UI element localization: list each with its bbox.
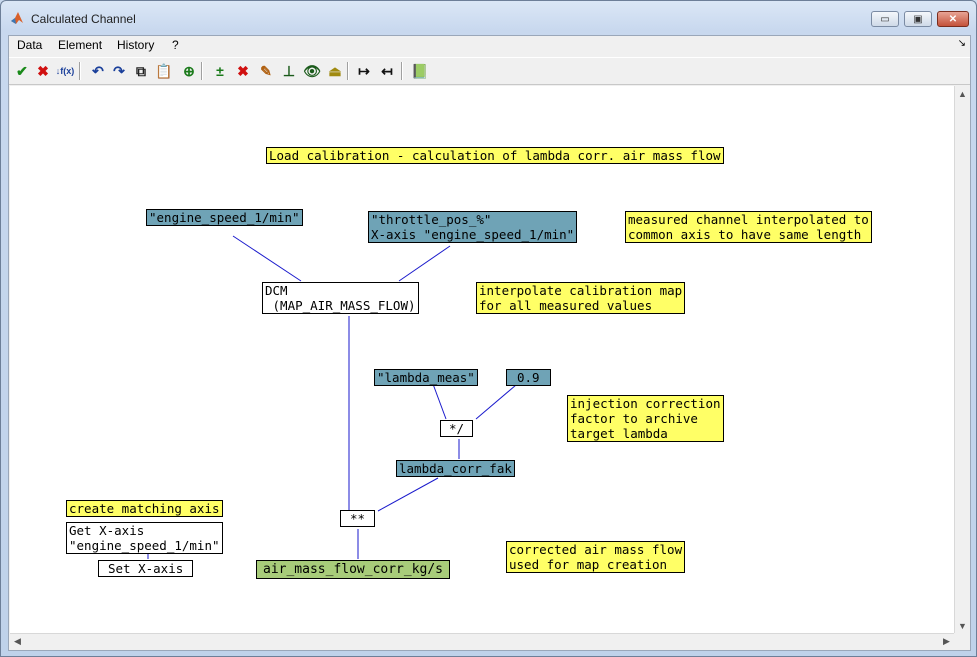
view-element-icon[interactable]: 👁 xyxy=(303,62,321,79)
paste-icon[interactable]: 📋 xyxy=(155,62,173,79)
minimize-button[interactable]: ▭ xyxy=(871,11,899,27)
restore-button[interactable]: ▣ xyxy=(904,11,932,27)
wire-lambda-corr-to-power xyxy=(377,477,439,512)
toolbar-separator xyxy=(79,62,81,80)
edit-element-icon[interactable]: ✎ xyxy=(260,62,272,79)
note-measured-interpolated[interactable]: measured channel interpolated to common … xyxy=(625,211,872,243)
toolbar-separator xyxy=(201,62,203,80)
delete-element-icon[interactable]: ✖ xyxy=(237,62,249,79)
operation-multiply-divide[interactable]: */ xyxy=(440,420,474,437)
client-area: Data Element History ? ↘ ✔ ✖ ↓f(x) ↶ ↷ ⧉ 📋 ⊕ ± ✖ ✎… xyxy=(8,35,971,651)
channel-lambda-meas[interactable]: "lambda_meas" xyxy=(374,369,478,386)
connection-lines xyxy=(147,235,517,559)
note-create-matching-axis[interactable]: create matching axis xyxy=(66,500,223,517)
menubar-dock-arrow-icon[interactable]: ↘ xyxy=(957,38,966,49)
scroll-down-icon[interactable]: ▼ xyxy=(958,620,967,631)
menu-data[interactable]: Data xyxy=(17,38,43,52)
scroll-right-icon[interactable]: ▶ xyxy=(943,636,950,646)
horizontal-scrollbar[interactable]: ◀ ▶ xyxy=(10,633,954,649)
channel-engine-speed[interactable]: "engine_speed_1/min" xyxy=(146,209,303,226)
add-element-icon[interactable]: ± xyxy=(216,63,224,79)
menu-element[interactable]: Element xyxy=(58,38,103,52)
toolbar-separator xyxy=(347,62,349,80)
cancel-icon[interactable]: ✖ xyxy=(37,62,49,79)
operation-power[interactable]: ** xyxy=(340,510,376,527)
note-corrected-air-mass[interactable]: corrected air mass flow used for map cre… xyxy=(506,541,686,573)
close-button[interactable]: ✕ xyxy=(937,11,969,27)
toolbar-separator xyxy=(401,62,403,80)
menu-history[interactable]: History xyxy=(117,38,155,52)
result-air-mass-flow-corr[interactable]: air_mass_flow_corr_kg/s xyxy=(256,560,451,579)
wire-lambda-meas-to-muldiv xyxy=(432,383,447,420)
note-interpolate-map[interactable]: interpolate calibration map for all meas… xyxy=(476,282,686,314)
matlab-app-icon xyxy=(10,11,24,25)
channel-lambda-corr-fak[interactable]: lambda_corr_fak xyxy=(396,460,515,477)
expand-horizontal-icon[interactable]: ↦ xyxy=(358,62,370,79)
operation-dcm[interactable]: DCM (MAP_AIR_MASS_FLOW) xyxy=(262,282,419,314)
title-bar[interactable]: Calculated Channel ▭ ▣ ✕ xyxy=(1,1,976,34)
insert-function-icon[interactable]: ↓f(x) xyxy=(55,66,75,76)
wire-constant-to-muldiv xyxy=(475,384,517,420)
wire-engine-speed-to-dcm xyxy=(232,235,302,282)
channel-constant[interactable]: 0.9 xyxy=(506,369,551,386)
redo-icon[interactable]: ↷ xyxy=(113,62,125,79)
insert-node-icon[interactable]: ⊥ xyxy=(282,62,296,79)
channel-throttle-pos[interactable]: "throttle_pos_%" X-axis "engine_speed_1/… xyxy=(368,211,578,243)
undo-icon[interactable]: ↶ xyxy=(92,62,104,79)
scroll-left-icon[interactable]: ◀ xyxy=(14,636,21,646)
vertical-scrollbar[interactable]: ▲ ▼ xyxy=(954,86,970,633)
title-note[interactable]: Load calibration - calculation of lambda… xyxy=(266,147,724,164)
toolbar: ✔ ✖ ↓f(x) ↶ ↷ ⧉ 📋 ⊕ ± ✖ ✎ ⊥ 👁 ⏏ ↦ ↤ 📗 xyxy=(9,57,970,85)
copy-icon[interactable]: ⧉ xyxy=(136,62,146,79)
accept-icon[interactable]: ✔ xyxy=(16,62,28,79)
diagram-canvas[interactable]: Load calibration - calculation of lambda… xyxy=(10,86,954,633)
help-book-icon[interactable]: 📗 xyxy=(411,62,429,79)
operation-get-x-axis[interactable]: Get X-axis "engine_speed_1/min" xyxy=(66,522,223,554)
scroll-up-icon[interactable]: ▲ xyxy=(958,88,967,99)
move-up-icon[interactable]: ⏏ xyxy=(328,62,342,79)
collapse-horizontal-icon[interactable]: ↤ xyxy=(381,62,393,79)
menu-help[interactable]: ? xyxy=(172,38,179,52)
note-injection-correction[interactable]: injection correction factor to archive t… xyxy=(567,395,724,442)
operation-set-x-axis[interactable]: Set X-axis xyxy=(98,560,194,577)
wire-throttle-to-dcm xyxy=(398,245,451,282)
window-title: Calculated Channel xyxy=(31,12,136,26)
menu-bar: Data Element History ? ↘ xyxy=(9,36,970,56)
fit-view-icon[interactable]: ⊕ xyxy=(183,62,195,79)
